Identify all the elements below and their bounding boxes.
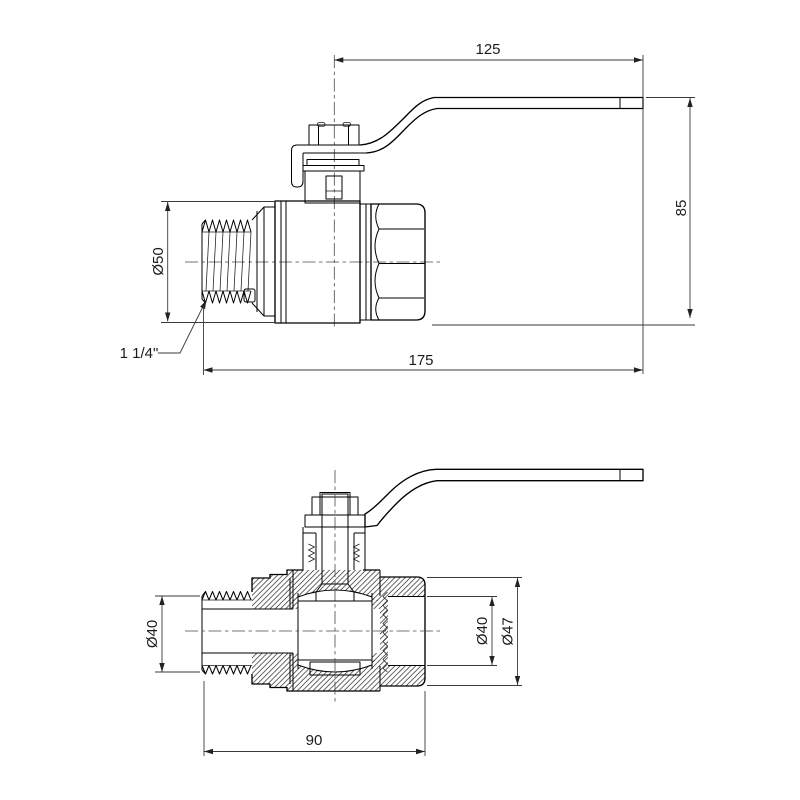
gland-plate-lower	[302, 165, 365, 172]
section-male-thread	[201, 591, 293, 675]
dim-thread-diameter-text: Ø40	[144, 620, 161, 648]
male-thread	[201, 206, 275, 317]
handle-tab	[291, 144, 304, 188]
dim-body-diameter: Ø50	[150, 201, 276, 323]
body-block	[274, 200, 361, 324]
dim-overall-length-text: 175	[408, 352, 433, 369]
section-teeth-top	[201, 591, 252, 601]
packing-spring-right	[352, 543, 361, 563]
section-view: Ø40 Ø40 Ø47	[144, 468, 644, 756]
dim-thread-size-leader: 1 1/4"	[120, 300, 207, 362]
dim-overall-height: 85	[432, 97, 695, 326]
dim-thread-size-text: 1 1/4"	[120, 345, 159, 362]
washer-tab	[342, 122, 351, 127]
dim-cap-diameter-text: Ø47	[500, 617, 517, 645]
handle-lever	[359, 96, 644, 154]
hex-cap-outline	[370, 203, 426, 321]
handle-section-band	[364, 468, 644, 528]
section-centerlines	[185, 470, 443, 702]
dim-overall-height-text: 85	[673, 200, 690, 217]
dim-overall-length: 175	[203, 306, 643, 375]
washer-tab	[317, 122, 326, 127]
dim-body-length: 90	[203, 681, 426, 756]
thread-clip-detail	[243, 288, 256, 303]
dim-cap-diameter: Ø47	[427, 577, 522, 686]
thread-adapter	[251, 206, 275, 317]
packing-spring-left	[307, 543, 316, 563]
valve-body	[274, 200, 426, 324]
handle	[291, 96, 644, 188]
dim-port-diameter: Ø40	[427, 596, 497, 666]
section-hatching	[252, 570, 425, 691]
dim-handle-length-text: 125	[475, 41, 500, 58]
side-view-dimensions: 125 85 Ø50 1 1/4"	[120, 41, 695, 375]
hex-cap	[370, 203, 426, 321]
section-view-dimensions: Ø40 Ø40 Ø47	[144, 577, 522, 756]
gland-plate-upper	[306, 159, 360, 166]
cap-internal-thread	[382, 591, 389, 673]
side-view: 125 85 Ø50 1 1/4"	[120, 41, 695, 375]
dim-thread-diameter: Ø40	[144, 595, 200, 673]
thread-teeth-bottom	[201, 290, 252, 304]
stem-flat	[325, 175, 343, 200]
dim-handle-length: 125	[334, 41, 644, 374]
centerlines	[185, 55, 443, 329]
dim-port-diameter-text: Ø40	[474, 617, 491, 645]
section-teeth-bottom	[201, 665, 252, 675]
section-cap	[379, 570, 426, 691]
thread-teeth-top	[201, 219, 252, 233]
dim-body-length-text: 90	[306, 732, 323, 749]
stem-assembly	[302, 122, 365, 204]
dim-body-diameter-text: Ø50	[150, 247, 167, 275]
section-handle	[364, 468, 644, 528]
cap-outline	[380, 576, 426, 687]
thread-flanks	[205, 231, 252, 292]
